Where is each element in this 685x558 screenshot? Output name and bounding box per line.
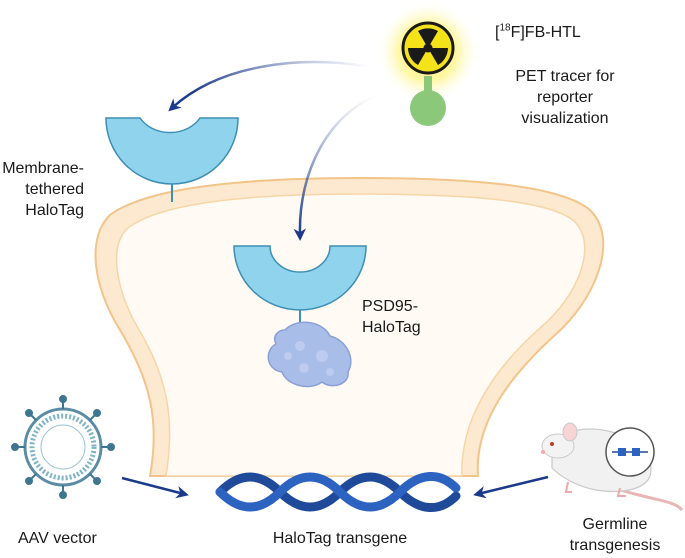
tracer-desc-line-3: visualization bbox=[521, 110, 609, 127]
germline-to-transgene-arrow bbox=[473, 475, 549, 499]
cell-membrane bbox=[94, 176, 605, 477]
aav-vector-label: AAV vector bbox=[18, 530, 97, 547]
tracer-to-psd95-arrow bbox=[293, 94, 376, 241]
transgene-dna-icon bbox=[215, 472, 461, 512]
tracer-name-prefix: [ bbox=[495, 24, 500, 41]
tracer-desc-line-2: reporter bbox=[536, 89, 594, 106]
membrane-label-line-1: Membrane- bbox=[2, 160, 84, 177]
tracer-description: PET tracer for reporter visualization bbox=[470, 66, 660, 129]
tracer-desc-line-1: PET tracer for bbox=[515, 68, 615, 85]
psd95-label-line-2: HaloTag bbox=[362, 319, 421, 336]
tracer-molecule-icon bbox=[376, 0, 480, 126]
aav-to-transgene-arrow bbox=[121, 476, 189, 499]
tracer-name: [18F]FB-HTL bbox=[495, 22, 581, 43]
membrane-label-line-3: HaloTag bbox=[25, 202, 84, 219]
tracer-isotope-superscript: 18 bbox=[499, 22, 511, 34]
transgene-label: HaloTag transgene bbox=[272, 530, 408, 547]
germline-label-line-2: transgenesis bbox=[569, 537, 661, 554]
germline-label-line-1: Germline bbox=[582, 516, 648, 533]
membrane-halotag-label: Membrane- tethered HaloTag bbox=[0, 158, 84, 221]
membrane-label-line-2: tethered bbox=[25, 181, 84, 198]
germline-label: Germline transgenesis bbox=[555, 514, 675, 556]
psd95-label-line-1: PSD95- bbox=[362, 298, 419, 315]
tracer-name-suffix: F]FB-HTL bbox=[510, 24, 581, 41]
mouse-icon bbox=[541, 422, 684, 512]
aav-vector-icon bbox=[11, 395, 115, 499]
psd95-protein-icon bbox=[267, 321, 352, 388]
membrane-halotag-icon bbox=[105, 117, 239, 202]
tracer-to-membrane-arrow bbox=[168, 60, 366, 112]
psd95-halotag-label: PSD95- HaloTag bbox=[362, 296, 421, 338]
